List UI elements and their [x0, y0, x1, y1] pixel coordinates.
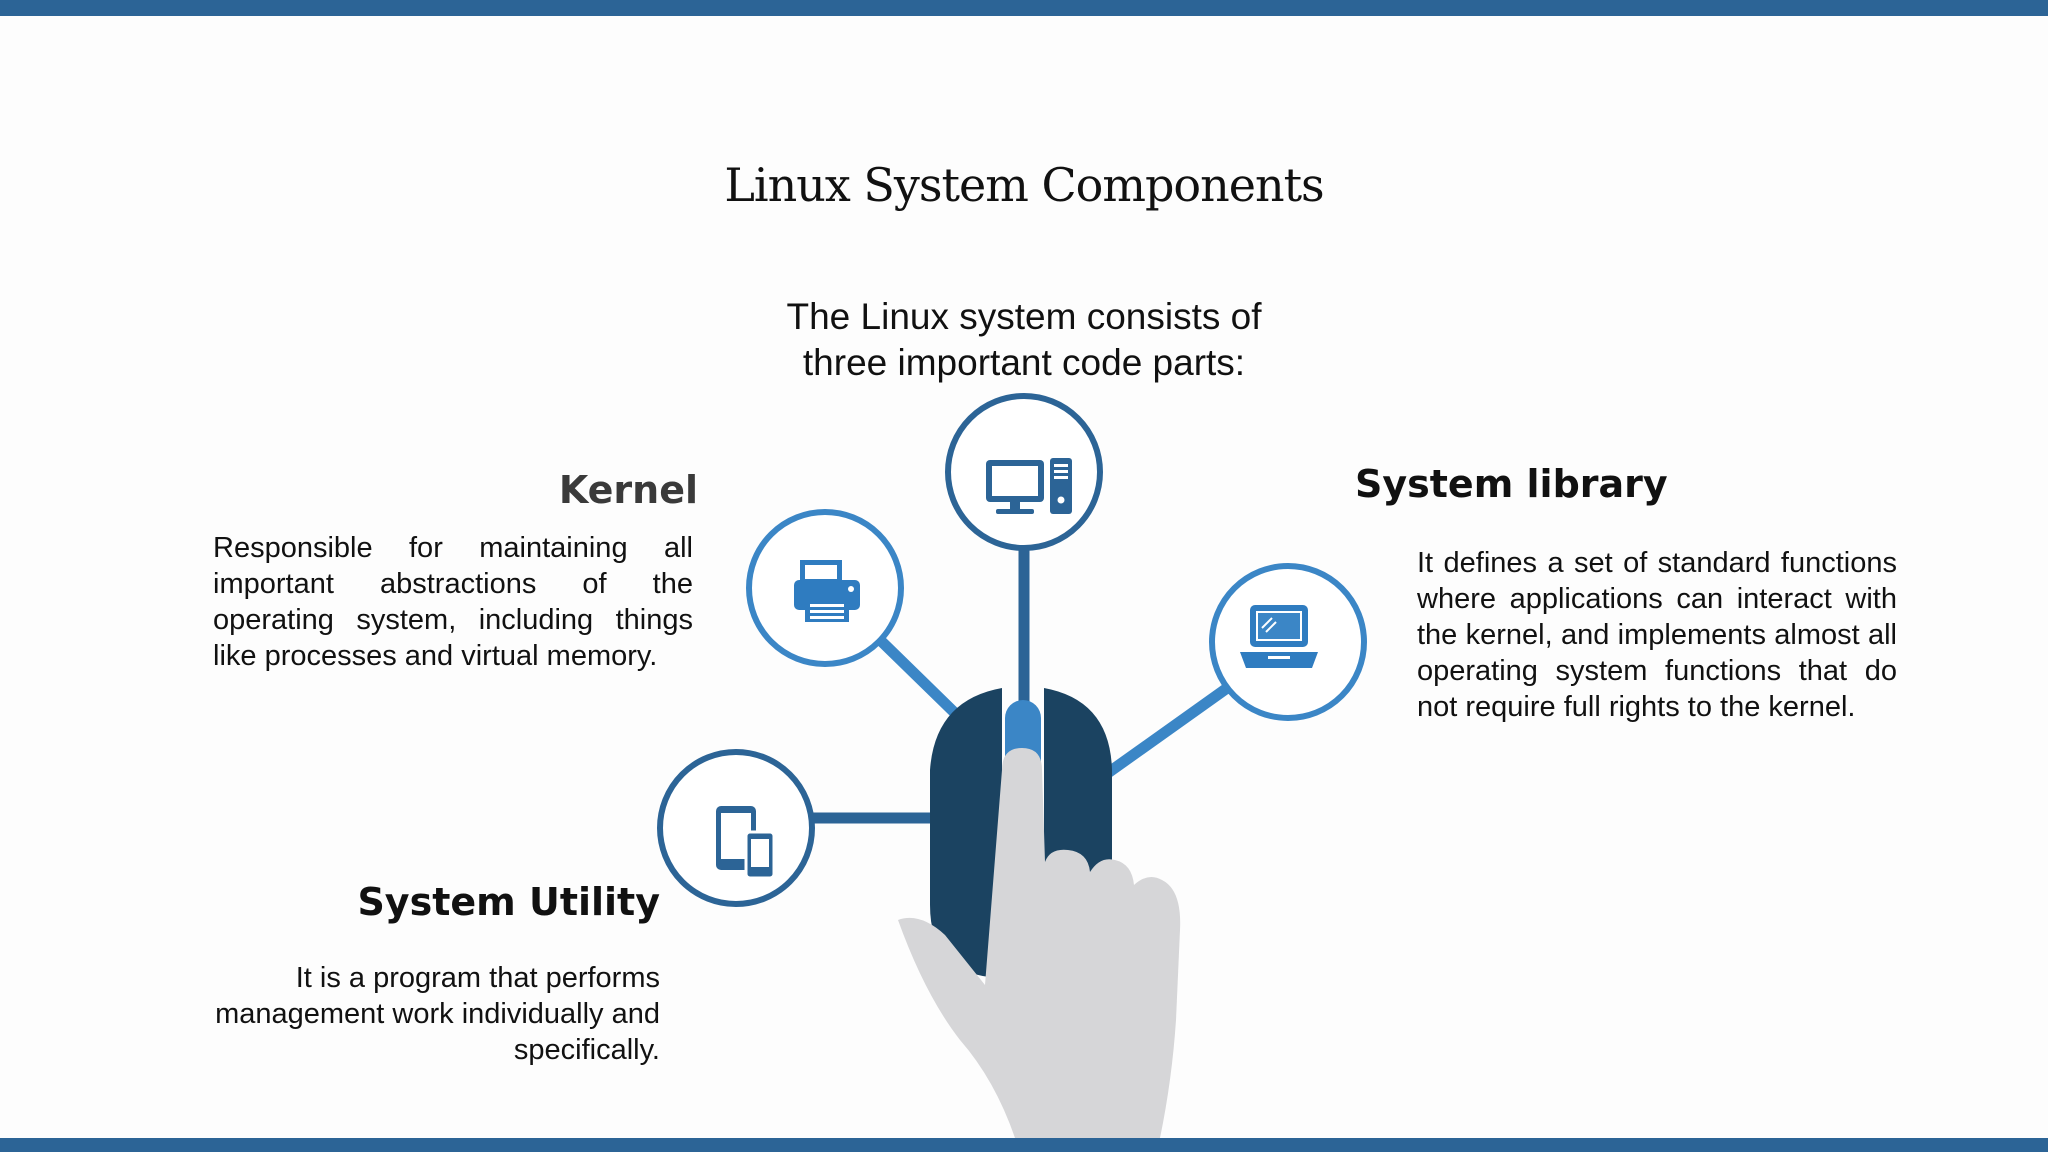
kernel-description: Responsible for maintaining all importan…: [213, 532, 693, 672]
bottom-border: [0, 1138, 2048, 1152]
system-utility-heading: System Utility: [357, 880, 660, 924]
connector-laptop: [1101, 681, 1234, 780]
desktop-computer-icon: [945, 393, 1103, 551]
hand-mouse-icon: [898, 748, 1181, 1138]
tablet-phone-icon: [657, 749, 815, 907]
system-utility-description: It is a program that performs management…: [215, 962, 660, 1066]
top-border: [0, 0, 2048, 16]
subtitle-line-2: three important code parts:: [802, 342, 1246, 383]
connector-printer: [874, 634, 964, 722]
system-library-heading: System library: [1355, 462, 1668, 506]
kernel-heading: Kernel: [558, 468, 698, 512]
page-title: Linux System Components: [724, 158, 1324, 212]
printer-icon: [746, 509, 904, 667]
laptop-icon: [1209, 563, 1367, 721]
subtitle-line-1: The Linux system consists of: [786, 296, 1262, 337]
system-library-description: It defines a set of standard functions w…: [1417, 547, 1897, 723]
subtitle: The Linux system consists of three impor…: [674, 294, 1374, 386]
